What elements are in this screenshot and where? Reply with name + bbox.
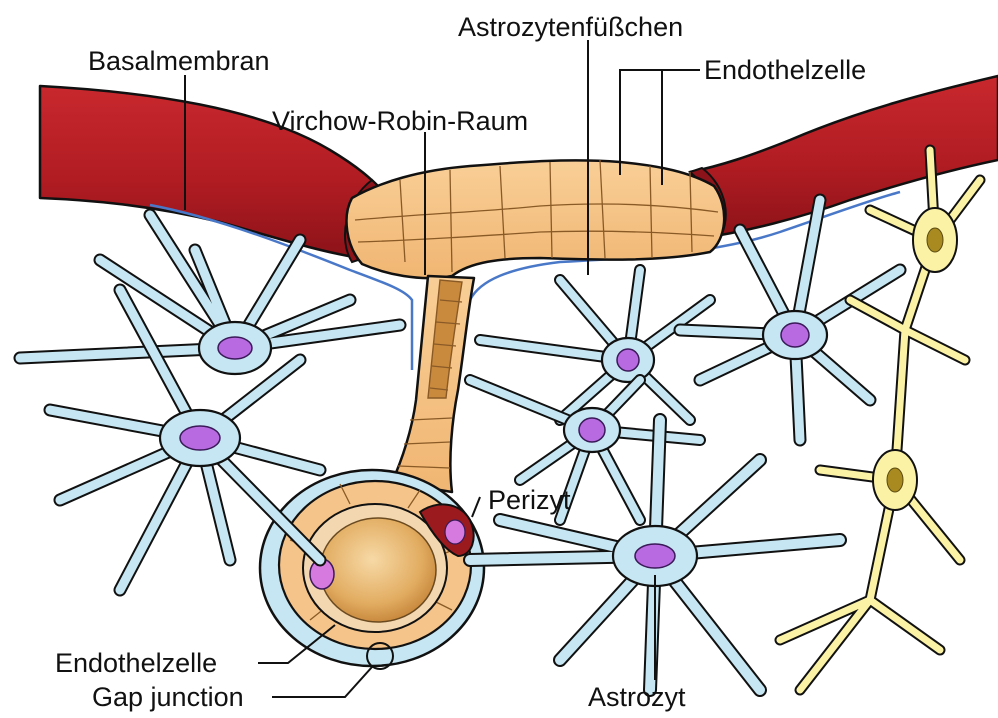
label-gap-junction: Gap junction [92, 682, 244, 712]
label-astrozytenfuesschen: Astrozytenfüßchen [458, 12, 683, 42]
astrocyte-nucleus [617, 349, 639, 371]
astrocyte-nucleus [579, 418, 605, 442]
astrocyte-endfeet-sheath [347, 160, 725, 278]
neuron-nucleus [927, 228, 943, 252]
capillary-cross-section [260, 470, 484, 669]
label-basalmembran: Basalmembran [88, 46, 270, 76]
label-perizyt: Perizyt [488, 485, 571, 515]
capillary-branch [392, 276, 474, 492]
label-astrozyt: Astrozyt [588, 682, 686, 712]
astrocyte-nucleus [781, 323, 809, 347]
label-virchow-robin-raum: Virchow-Robin-Raum [272, 106, 528, 136]
label-endothelzelle-bottom: Endothelzelle [55, 648, 217, 678]
astrocyte-nucleus [635, 544, 675, 568]
astrocyte-nucleus [180, 426, 220, 450]
label-endothelzelle-top: Endothelzelle [704, 55, 866, 85]
astrocyte-nucleus [218, 337, 252, 359]
neuron-nucleus [887, 468, 903, 492]
